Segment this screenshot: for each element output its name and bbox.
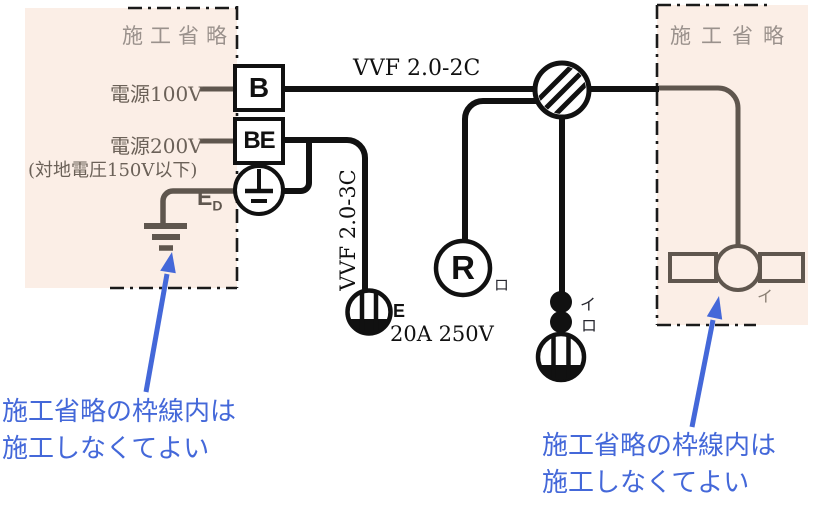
breaker-be-box: BE bbox=[233, 117, 285, 165]
outlet-earth-mark: E bbox=[393, 301, 406, 321]
breaker-be-label: BE bbox=[243, 127, 275, 154]
receptacle-r-letter: R bbox=[451, 249, 475, 286]
light-circuit-tag: イ bbox=[757, 287, 774, 306]
breaker-b-box: B bbox=[233, 64, 285, 112]
outlet-rating-label: 20A 250V bbox=[390, 322, 494, 346]
right-annotation-text: 施工省略の枠線内は 施工しなくてよい bbox=[542, 427, 776, 501]
voltage-note-label: (対地電圧150V以下) bbox=[28, 160, 198, 181]
receptacle-circuit-tag: ロ bbox=[494, 276, 510, 294]
left-annotation-arrow bbox=[143, 252, 176, 393]
power-100v-label: 電源100V bbox=[110, 82, 203, 106]
ground-ed-label: ED bbox=[197, 184, 222, 214]
power-200v-label: 電源200V bbox=[110, 134, 203, 158]
outlet-200v-icon bbox=[345, 288, 393, 336]
left-annotation-text: 施工省略の枠線内は 施工しなくてよい bbox=[2, 393, 236, 467]
switch-i-icon bbox=[550, 291, 572, 313]
right-annotation-line2: 施工しなくてよい bbox=[542, 467, 750, 497]
ceiling-light-icon bbox=[668, 244, 805, 292]
cable-branch-label: VVF 2.0-3C bbox=[336, 169, 360, 291]
junction-box-icon bbox=[532, 60, 592, 120]
outlet-100v-icon bbox=[535, 331, 587, 383]
right-annotation-line1: 施工省略の枠線内は bbox=[542, 430, 777, 460]
left-omission-zone bbox=[25, 8, 237, 288]
ground-d-sub: D bbox=[212, 197, 223, 214]
left-annotation-line1: 施工省略の枠線内は bbox=[2, 396, 237, 426]
left-annotation-line2: 施工しなくてよい bbox=[2, 433, 210, 463]
cable-top-label: VVF 2.0-2C bbox=[353, 56, 481, 81]
omission-zone-borders bbox=[110, 3, 768, 327]
left-omission-label: 施工省略 bbox=[122, 24, 234, 48]
ground-e: E bbox=[197, 184, 213, 210]
switch-ro-icon bbox=[550, 311, 572, 333]
right-annotation-arrow bbox=[689, 296, 723, 428]
earth-terminal-icon bbox=[233, 164, 285, 216]
omitted-wiring-left bbox=[144, 86, 236, 251]
omitted-wiring-right bbox=[659, 85, 741, 247]
switch-i-tag: イ bbox=[580, 295, 597, 314]
breaker-b-label: B bbox=[248, 72, 270, 103]
right-omission-label: 施工省略 bbox=[670, 24, 794, 48]
lamp-receptacle-icon bbox=[433, 238, 493, 298]
switch-ro-tag: ロ bbox=[581, 316, 598, 335]
